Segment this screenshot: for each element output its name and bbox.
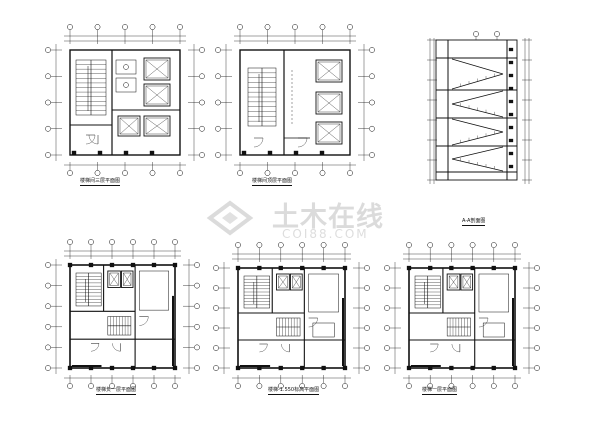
- watermark-subtext: COI88.COM: [282, 227, 369, 241]
- watermark-logo-icon: [206, 200, 254, 236]
- caption-top-floor-plan: 楼梯间顶层平面图: [252, 178, 293, 186]
- plan-level-1550: [213, 242, 370, 389]
- caption-third-floor-plan: 楼梯间三层平面图: [80, 178, 121, 186]
- plan-third-floor: [45, 24, 205, 176]
- plan-basement: [45, 239, 200, 389]
- plan-top-floor: [215, 24, 375, 176]
- watermark-text: 土木在线: [272, 202, 384, 233]
- caption-level-1550-plan: 楼梯-1.550标高平面图: [268, 387, 320, 395]
- plan-first-floor: [384, 242, 540, 389]
- caption-first-floor-plan: 楼梯一层平面图: [422, 387, 458, 395]
- caption-basement-plan: 楼梯负一层平面图: [96, 387, 137, 395]
- section-a-a: [427, 31, 532, 184]
- caption-section-a-a: A-A剖面图: [462, 218, 486, 226]
- watermark: 土木在线 COI88.COM: [200, 193, 420, 243]
